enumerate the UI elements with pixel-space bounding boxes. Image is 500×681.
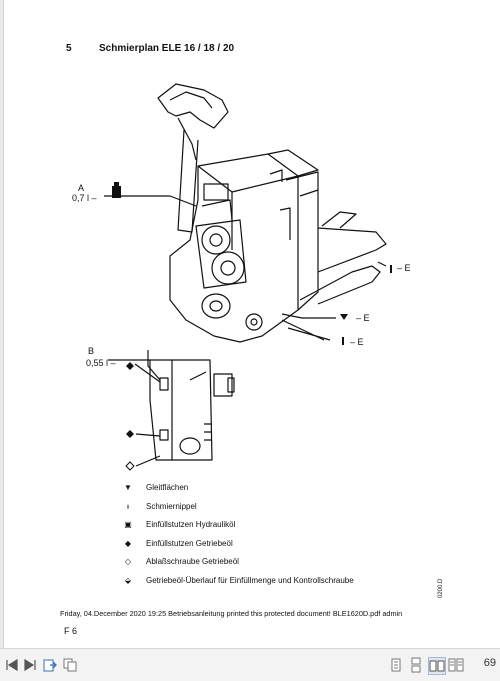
single-page-icon	[391, 658, 401, 672]
skip-back-icon	[6, 658, 18, 672]
continuous-view-button[interactable]	[408, 657, 424, 673]
pages-icon	[63, 658, 77, 672]
fork-right	[299, 265, 381, 305]
tiller-handle	[157, 83, 229, 129]
detail-view-housing	[149, 359, 213, 461]
tiller-shaft	[177, 129, 199, 233]
print-footer: Friday, 04.December 2020 19:25 Betriebsa…	[60, 609, 403, 618]
two-page-continuous-icon	[448, 658, 464, 672]
drawing-code: 0200.D	[438, 578, 444, 598]
page-number: 69	[483, 657, 496, 669]
callout-a-label: A	[78, 183, 85, 193]
drain-screw-icon: ◇	[124, 557, 132, 566]
legend-text: Einfüllstutzen Hydrauliköl	[146, 520, 236, 529]
grease-nipple-symbol	[342, 337, 344, 345]
legend-text: Getriebeöl-Überlauf für Einfüllmenge und…	[146, 575, 354, 585]
overflow-symbol	[126, 430, 134, 438]
two-page-icon	[429, 660, 445, 672]
document-page: 5 Schmierplan ELE 16 / 18 / 20	[0, 0, 444, 648]
page-left-edge	[0, 0, 4, 648]
drain-screw-symbol	[125, 461, 135, 471]
single-page-view-button[interactable]	[388, 657, 404, 673]
hydraulic-filler-symbol	[112, 186, 121, 198]
first-page-button[interactable]	[4, 657, 20, 673]
legend-text: Schmiernippel	[146, 501, 197, 511]
skip-forward-icon	[24, 658, 36, 672]
callout-e-slide: – E	[356, 313, 370, 323]
callout-e-fork: – E	[397, 263, 411, 273]
page-code: F 6	[64, 626, 78, 636]
overflow-screw-icon: ⬙	[124, 575, 132, 585]
callout-e-nipple: – E	[350, 337, 364, 347]
section-number: 5	[66, 43, 72, 54]
section-title: Schmierplan ELE 16 / 18 / 20	[99, 43, 235, 54]
page-export-icon	[43, 659, 57, 672]
fork-left	[317, 227, 387, 273]
legend-text: Ablaßschraube Getriebeöl	[146, 557, 239, 566]
legend-text: Einfüllstutzen Getriebeöl	[146, 538, 233, 548]
callout-a-amount: 0,7 l –	[72, 193, 97, 203]
legend-text: Gleitflächen	[146, 483, 189, 492]
sliding-surface-symbol	[340, 314, 348, 320]
lubrication-diagram	[104, 83, 392, 471]
last-page-button[interactable]	[22, 657, 38, 673]
callout-b-label: B	[88, 346, 95, 356]
two-page-continuous-button[interactable]	[448, 657, 464, 673]
copy-pages-button[interactable]	[62, 657, 78, 673]
continuous-pages-icon	[411, 657, 421, 673]
sliding-surface-icon: ▼	[124, 483, 132, 492]
gearbox-filler-symbol	[126, 362, 134, 370]
gearbox-filler-icon: ◆	[124, 538, 132, 548]
grease-nipple-icon: ᵻ	[127, 501, 129, 511]
export-button[interactable]	[42, 657, 58, 673]
viewer-toolbar: 69	[0, 648, 500, 681]
hydraulic-filler-icon: ▣	[124, 520, 132, 529]
truck-body	[169, 153, 299, 343]
callout-b-amount: 0,55 l –	[86, 358, 116, 368]
two-page-view-button[interactable]	[428, 657, 446, 675]
